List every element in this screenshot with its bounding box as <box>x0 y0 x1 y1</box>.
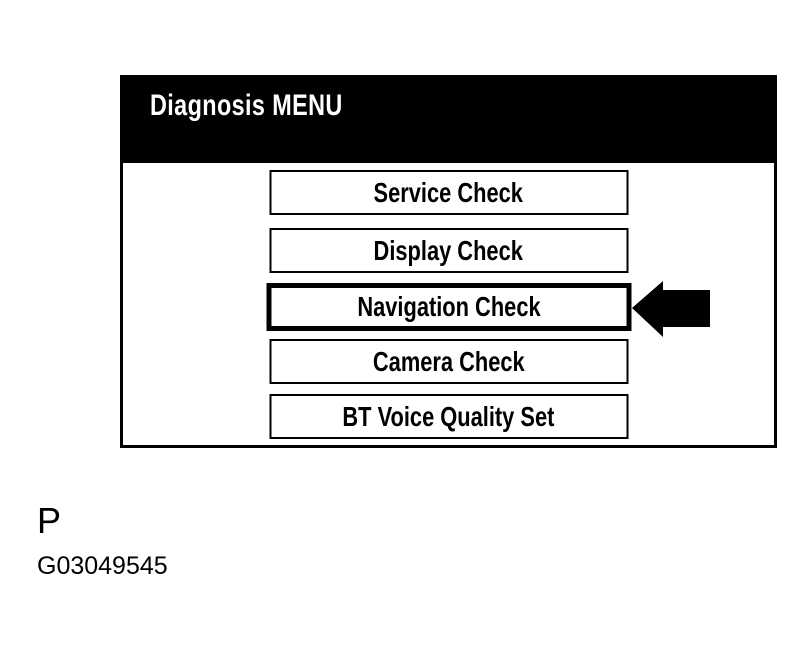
menu-button-label: Navigation Check <box>356 291 541 322</box>
screen-title: Diagnosis MENU <box>150 89 343 122</box>
selection-arrow-left-icon <box>632 281 710 337</box>
menu-button-label: Service Check <box>373 176 524 208</box>
menu-button-camera-check[interactable]: Camera Check <box>269 339 628 384</box>
figure-id: G03049545 <box>37 552 168 580</box>
menu-button-label: Camera Check <box>372 345 525 377</box>
menu-button-label: BT Voice Quality Set <box>342 400 555 432</box>
menu-button-display-check[interactable]: Display Check <box>269 228 628 273</box>
diagnosis-menu-panel: Diagnosis MENU Service Check Display Che… <box>120 75 777 448</box>
screen-header: Diagnosis MENU <box>120 75 777 163</box>
figure-label: P <box>37 500 62 541</box>
menu-button-label: Display Check <box>373 234 524 266</box>
menu-button-service-check[interactable]: Service Check <box>269 170 628 215</box>
menu-button-navigation-check[interactable]: Navigation Check <box>266 283 631 331</box>
menu-button-bt-voice-quality-set[interactable]: BT Voice Quality Set <box>269 394 628 439</box>
